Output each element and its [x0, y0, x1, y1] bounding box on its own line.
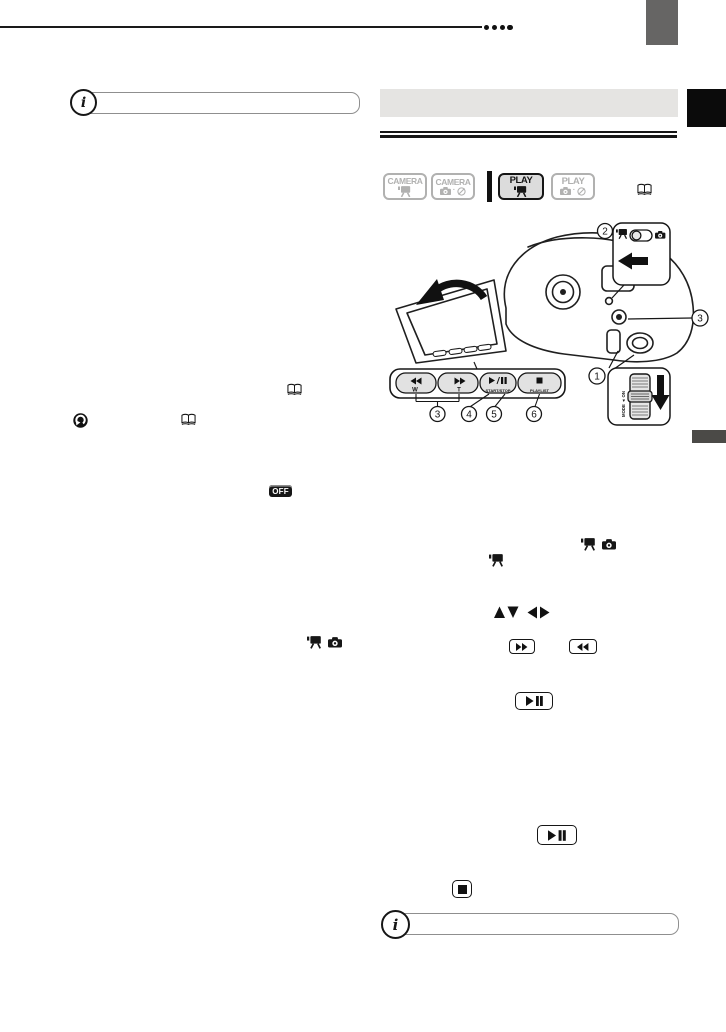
pointer-line	[611, 284, 625, 299]
still-camera-icon	[602, 538, 616, 550]
dot	[491, 24, 497, 30]
still-camera-icon	[655, 231, 666, 239]
lcd-panel	[395, 279, 507, 364]
dot-separator: ·	[572, 187, 576, 194]
note-box-bottom	[386, 913, 679, 935]
mode-button-camera-movie: CAMERA	[383, 173, 427, 200]
movie-icon	[616, 229, 628, 240]
callout-number: 6	[531, 410, 537, 421]
playlist-label: PLAYLIST	[530, 388, 550, 393]
callout-number: 1	[594, 372, 600, 383]
callout-number: 3	[697, 314, 703, 325]
mode-button-camera-still: CAMERA ·	[431, 173, 475, 200]
camcorder-illustration: 2 3 MODE ◄ ON 1	[389, 222, 709, 426]
fast-forward-tele-button: T	[437, 372, 479, 394]
info-symbol: i	[80, 94, 87, 111]
side-tab-lower	[692, 430, 726, 443]
mode-button-label: PLAY	[509, 174, 533, 186]
zoom-w-label: W	[412, 388, 418, 394]
top-rule	[0, 26, 482, 28]
pointer-line	[473, 361, 478, 370]
mode-button-play-movie: PLAY	[498, 173, 544, 200]
callout-number: 5	[491, 410, 497, 421]
callout-1-group: MODE ◄ ON 1	[588, 350, 671, 426]
dot	[499, 24, 505, 30]
callout-3-top-group: 3	[627, 309, 709, 327]
movie-icon	[397, 185, 413, 197]
play-pause-start-stop-button: START/STOP	[479, 372, 517, 394]
callout-number-circle	[691, 309, 709, 327]
callout-number: 2	[602, 227, 608, 238]
double-rule-bottom	[380, 135, 677, 138]
mode-button-label: CAMERA	[387, 175, 423, 186]
section-title-bar	[380, 89, 678, 117]
zoom-t-label: T	[457, 388, 461, 394]
bracket-lines	[470, 393, 541, 407]
callout-number: 4	[466, 410, 472, 421]
joystick-arrows-icons	[494, 606, 552, 619]
disc-icon	[577, 186, 586, 196]
movie-icon	[489, 554, 506, 567]
fast-forward-button	[509, 639, 535, 654]
corner-tab	[646, 0, 678, 45]
lcd-button	[477, 343, 492, 352]
disc-icon	[457, 186, 466, 196]
play-pause-button	[537, 825, 577, 845]
movie-still-mode-icons	[307, 636, 342, 649]
off-badge: OFF	[269, 485, 292, 497]
open-lcd-arrow	[416, 279, 488, 305]
open-book-icon	[637, 183, 652, 196]
switch-knob	[631, 230, 642, 241]
disc-cover-button	[604, 296, 614, 306]
strap-ring	[626, 332, 654, 354]
movie-icon	[307, 636, 324, 649]
rewind-button	[569, 639, 597, 654]
callout-number: 3	[435, 410, 441, 421]
still-camera-icon	[559, 186, 571, 196]
dot	[484, 24, 490, 30]
playback-button-bar: W T START/STOP PLAYLIST	[389, 368, 566, 423]
double-rule-top	[380, 131, 677, 134]
mode-button-label: CAMERA	[435, 176, 471, 187]
left-arrow-icon	[618, 252, 648, 270]
pointer-lines	[608, 350, 635, 370]
rewind-wide-button: W	[395, 372, 437, 394]
play-pause-button	[515, 692, 553, 710]
stop-button	[452, 880, 472, 898]
movie-icon	[581, 538, 598, 551]
open-book-icon	[287, 383, 302, 396]
lcd-button	[448, 347, 463, 356]
still-camera-icon	[328, 636, 342, 648]
still-camera-icon	[439, 186, 451, 196]
dot-separator: ·	[452, 187, 456, 194]
mode-button-label: PLAY	[561, 175, 585, 187]
open-book-icon	[181, 413, 196, 426]
mode-button-play-still: PLAY ·	[551, 173, 595, 200]
lcd-button	[432, 349, 447, 358]
movie-icon	[513, 185, 529, 197]
movie-still-mode-icons	[581, 538, 616, 551]
info-icon: i	[381, 910, 410, 939]
down-arrow-icon	[651, 375, 670, 410]
bracket-lines	[415, 394, 460, 407]
speaker	[545, 274, 581, 310]
mode-separator-bar	[487, 171, 492, 202]
callout-number-circle	[588, 367, 606, 385]
start-stop-label: START/STOP	[486, 388, 511, 393]
callout-number-circle	[596, 222, 614, 240]
dot	[507, 24, 513, 30]
curved-arrow-icon	[73, 413, 88, 428]
lcd-button	[463, 345, 478, 354]
mode-slider-graphic	[627, 373, 653, 420]
top-rule-dots	[484, 24, 513, 30]
pointer-line	[627, 317, 693, 320]
callout-2-group: 2	[596, 222, 671, 299]
info-symbol: i	[392, 915, 399, 934]
info-icon: i	[70, 89, 97, 116]
mode-slider-label: MODE ◄ ON	[621, 391, 626, 417]
side-tab-black	[687, 89, 726, 127]
note-box-top	[75, 92, 360, 114]
stop-playlist-button: PLAYLIST	[517, 372, 562, 394]
power-mode-slider-on-body	[606, 329, 621, 354]
